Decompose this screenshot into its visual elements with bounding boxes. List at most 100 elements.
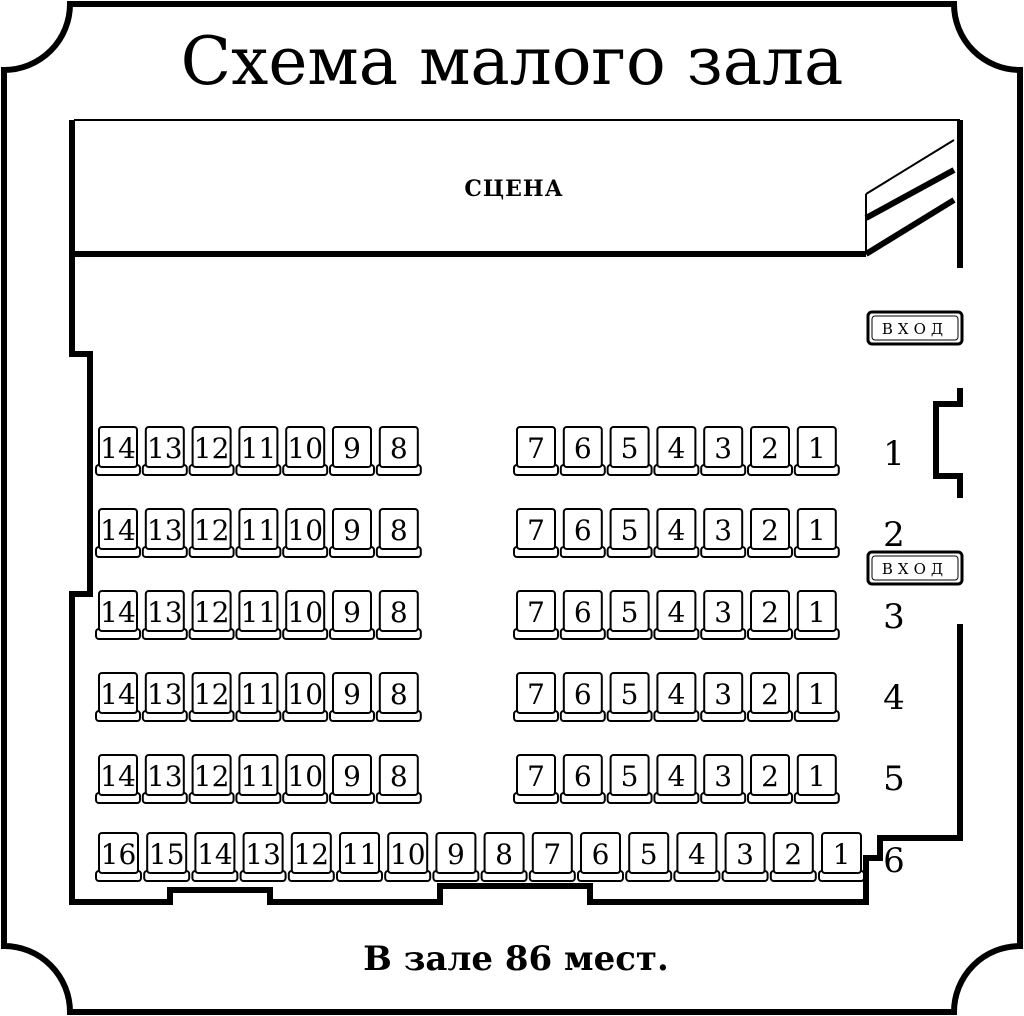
seat[interactable]: 3 [700,508,747,558]
seat[interactable]: 13 [239,832,287,882]
seat[interactable]: 13 [141,508,188,558]
seat[interactable]: 7 [513,754,559,804]
seat[interactable]: 2 [747,426,793,476]
seat[interactable]: 12 [287,832,335,882]
seat[interactable]: 3 [700,754,747,804]
seat[interactable]: 13 [141,590,188,640]
seat-back [562,754,603,796]
seat[interactable]: 11 [235,672,282,722]
seat-number: 7 [527,760,545,793]
seat[interactable]: 6 [559,754,606,804]
seat[interactable]: 5 [606,426,653,476]
entrance-top[interactable]: ВХОД [866,310,964,346]
seat[interactable]: 15 [143,832,191,882]
seat[interactable]: 14 [191,832,239,882]
seat-back [703,508,744,550]
seat[interactable]: 14 [95,672,141,722]
seat-number: 5 [621,514,639,547]
seat[interactable]: 3 [700,672,747,722]
seat[interactable]: 5 [606,754,653,804]
seat[interactable]: 1 [793,672,840,722]
seat[interactable]: 3 [700,590,747,640]
seat[interactable]: 1 [793,426,840,476]
seat[interactable]: 9 [329,508,375,558]
row-number: 3 [883,597,905,637]
seat[interactable]: 8 [375,672,422,722]
seat[interactable]: 6 [559,508,606,558]
seat[interactable]: 6 [559,590,606,640]
seat[interactable]: 13 [141,754,188,804]
seat[interactable]: 9 [329,590,375,640]
seat[interactable]: 14 [95,426,141,476]
seat-back [285,426,326,468]
seat[interactable]: 12 [188,672,235,722]
seat[interactable]: 8 [375,754,422,804]
seat[interactable]: 11 [235,590,282,640]
seat[interactable]: 2 [769,832,817,882]
seat[interactable]: 1 [793,754,840,804]
seat[interactable]: 10 [282,590,329,640]
seat[interactable]: 13 [141,426,188,476]
seat[interactable]: 11 [336,832,383,882]
seat[interactable]: 4 [653,590,700,640]
seat[interactable]: 7 [513,426,559,476]
seat-back [609,754,650,796]
seat[interactable]: 4 [653,672,700,722]
seat[interactable]: 8 [375,508,422,558]
seat[interactable]: 8 [375,426,422,476]
seat[interactable]: 5 [606,672,653,722]
seat[interactable]: 2 [747,754,793,804]
seat[interactable]: 1 [793,590,840,640]
seat[interactable]: 12 [188,754,235,804]
seat-back [238,426,279,468]
seat[interactable]: 12 [188,508,235,558]
seat[interactable]: 11 [235,754,282,804]
seat[interactable]: 5 [625,832,673,882]
seat[interactable]: 9 [432,832,480,882]
seat[interactable]: 7 [513,508,559,558]
seat[interactable]: 1 [818,832,865,882]
seat[interactable]: 11 [235,508,282,558]
seat[interactable]: 4 [653,426,700,476]
seat[interactable]: 1 [793,508,840,558]
seat[interactable]: 10 [384,832,432,882]
seat[interactable]: 12 [188,426,235,476]
seat[interactable]: 9 [329,672,375,722]
seat[interactable]: 9 [329,754,375,804]
seat-back [609,672,650,714]
seat[interactable]: 6 [577,832,624,882]
seat[interactable]: 4 [673,832,721,882]
seat[interactable]: 11 [235,426,282,476]
seat[interactable]: 10 [282,672,329,722]
seat-number: 8 [390,432,408,465]
seat[interactable]: 4 [653,508,700,558]
seat[interactable]: 3 [721,832,769,882]
seat[interactable]: 2 [747,672,793,722]
seat[interactable]: 16 [95,832,142,882]
seat[interactable]: 7 [513,590,559,640]
seat[interactable]: 10 [282,426,329,476]
seat[interactable]: 14 [95,590,141,640]
seat[interactable]: 2 [747,508,793,558]
seat[interactable]: 6 [559,672,606,722]
seat[interactable]: 14 [95,754,141,804]
seat[interactable]: 13 [141,672,188,722]
seat[interactable]: 5 [606,590,653,640]
seat[interactable]: 14 [95,508,141,558]
seat[interactable]: 2 [747,590,793,640]
entrance-bottom[interactable]: ВХОД [866,550,964,586]
seat[interactable]: 7 [528,832,576,882]
seat[interactable]: 4 [653,754,700,804]
seat[interactable]: 5 [606,508,653,558]
seat[interactable]: 9 [329,426,375,476]
seat-back [238,672,279,714]
seat[interactable]: 10 [282,508,329,558]
seat[interactable]: 8 [480,832,528,882]
seat[interactable]: 6 [559,426,606,476]
seat[interactable]: 10 [282,754,329,804]
seat-back [285,508,326,550]
seat[interactable]: 3 [700,426,747,476]
seat[interactable]: 7 [513,672,559,722]
seat[interactable]: 8 [375,590,422,640]
seat[interactable]: 12 [188,590,235,640]
